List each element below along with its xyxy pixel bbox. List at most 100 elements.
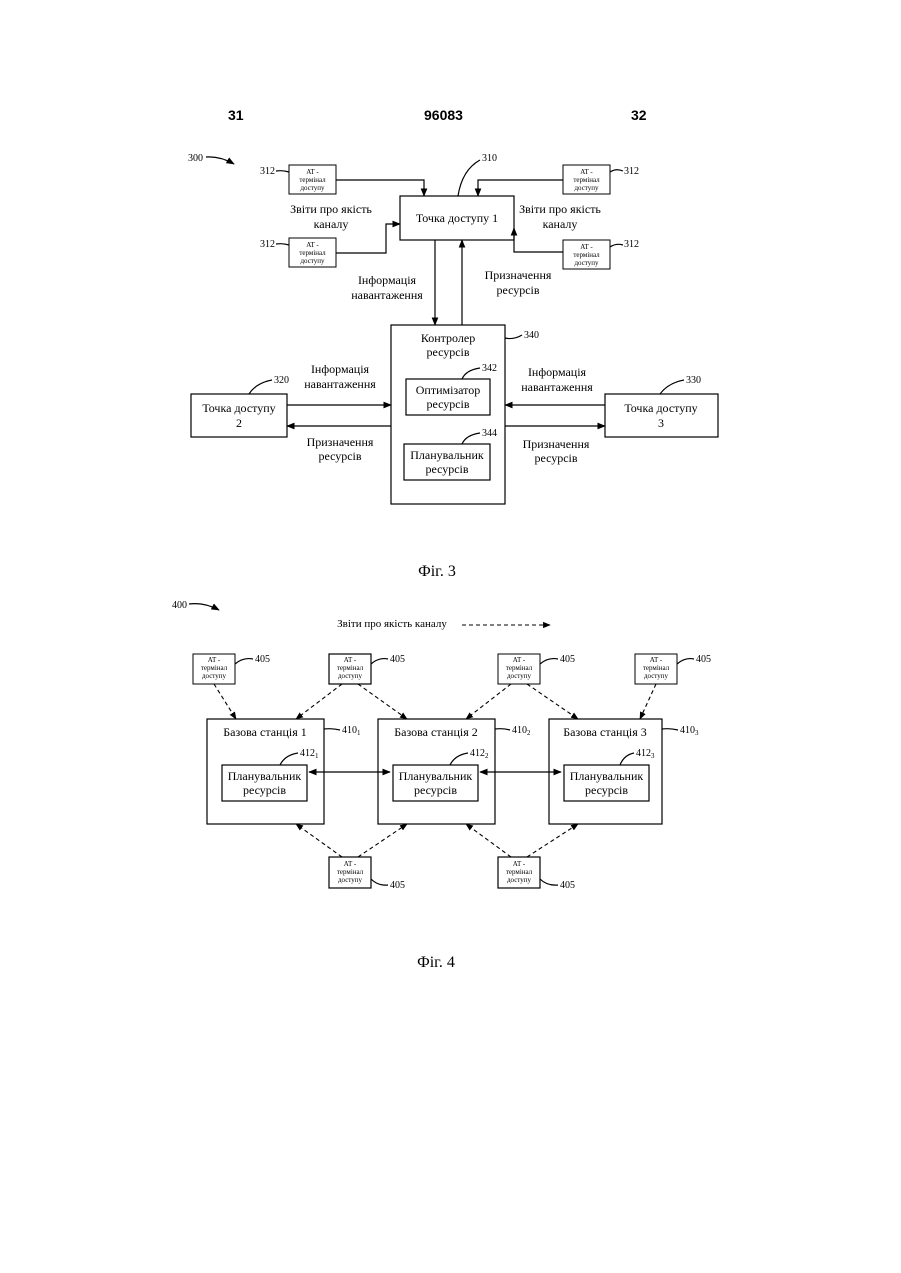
fig4-caption: Фіг. 4 (417, 954, 455, 971)
svg-text:доступу: доступу (507, 672, 532, 680)
svg-text:доступу: доступу (300, 257, 325, 265)
fig3-load-left-2: навантаження (304, 377, 376, 391)
svg-text:405: 405 (390, 880, 405, 891)
fig3-controller-label-2: ресурсів (426, 345, 469, 359)
svg-text:405: 405 (696, 654, 711, 665)
fig3-ref-arrow (206, 157, 234, 164)
fig3-controller-ref: 340 (524, 330, 539, 341)
fig3-ap2-ref: 320 (274, 375, 289, 386)
fig4-terminal-bottom-2: AT - термінал доступу 405 (498, 857, 575, 891)
fig4-report-t2-bs2 (358, 684, 407, 719)
fig3-terminal-bottom-left: AT - термінал доступу 312 (260, 238, 336, 267)
fig4-terminal-top-4: AT - термінал доступу 405 (635, 654, 711, 684)
fig3-terminal-bottom-right: AT - термінал доступу 312 (563, 239, 639, 269)
svg-text:Планувальник: Планувальник (399, 769, 473, 783)
fig3-assign-right-1: Призначення (523, 437, 590, 451)
svg-text:доступу: доступу (574, 184, 599, 192)
fig3-ap2-label-2: 2 (236, 416, 242, 430)
svg-text:AT -: AT - (306, 168, 319, 176)
fig4-bs1-ref: 4101 (342, 725, 361, 737)
fig4-terminal-top-1: AT - термінал доступу 405 (193, 654, 270, 684)
fig3-terminal-ref: 312 (260, 166, 275, 177)
fig3-assign-right-2: ресурсів (534, 451, 577, 465)
fig4-legend-label: Звіти про якість каналу (337, 618, 447, 630)
fig3-ap3-label-2: 3 (658, 416, 664, 430)
fig3-scheduler-ref: 344 (482, 428, 497, 439)
svg-text:Планувальник: Планувальник (228, 769, 302, 783)
fig3-ap1-ref: 310 (482, 153, 497, 164)
figure-4: 400 Звіти про якість каналу AT - терміна… (172, 600, 711, 971)
fig3-optimizer-label-1: Оптимізатор (416, 383, 481, 397)
fig3-access-point-1-label: Точка доступу 1 (416, 211, 498, 225)
fig3-quality-right-2: каналу (543, 217, 578, 231)
fig4-report-t2-bs1 (296, 684, 342, 719)
svg-text:Базова станція 1: Базова станція 1 (223, 725, 306, 739)
svg-text:доступу: доступу (644, 672, 669, 680)
svg-text:доступу: доступу (338, 876, 363, 884)
fig3-scheduler-label-2: ресурсів (425, 462, 468, 476)
svg-text:термінал: термінал (506, 664, 533, 672)
svg-text:405: 405 (560, 880, 575, 891)
fig3-terminal-top-right: AT - термінал доступу 312 (563, 165, 639, 194)
svg-text:AT -: AT - (344, 656, 357, 664)
svg-text:AT -: AT - (513, 656, 526, 664)
svg-text:405: 405 (390, 654, 405, 665)
svg-text:AT -: AT - (580, 243, 593, 251)
fig3-assign-left-1: Призначення (307, 435, 374, 449)
fig3-load-center-1: Інформація (358, 273, 417, 287)
svg-text:ресурсів: ресурсів (414, 783, 457, 797)
svg-text:термінал: термінал (506, 868, 533, 876)
svg-text:термінал: термінал (337, 664, 364, 672)
svg-text:доступу: доступу (202, 672, 227, 680)
fig3-terminal-ref: 312 (624, 166, 639, 177)
fig3-ap3-label-1: Точка доступу (624, 401, 697, 415)
fig4-terminal-top-3: AT - термінал доступу 405 (498, 654, 575, 684)
fig4-terminal-top-2: AT - термінал доступу 405 (329, 654, 405, 684)
fig4-report-t1-bs1 (214, 684, 236, 719)
fig3-terminal-ref: 312 (260, 239, 275, 250)
svg-text:термінал: термінал (299, 176, 326, 184)
fig4-report-b2-bs2 (466, 824, 511, 857)
svg-text:ресурсів: ресурсів (243, 783, 286, 797)
fig4-terminal-bottom-1: AT - термінал доступу 405 (329, 857, 405, 891)
fig4-base-station-3: Базова станція 3 4103 Планувальник ресур… (549, 719, 699, 824)
svg-text:AT -: AT - (306, 241, 319, 249)
fig3-arrow-t3-ap1 (478, 180, 563, 196)
fig3-controller-label-1: Контролер (421, 331, 475, 345)
svg-text:Базова станція 3: Базова станція 3 (563, 725, 646, 739)
fig3-assign-center-1: Призначення (485, 268, 552, 282)
svg-text:доступу: доступу (574, 259, 599, 267)
fig4-report-b1-bs2 (358, 824, 407, 857)
fig3-load-right-2: навантаження (521, 380, 593, 394)
fig3-optimizer-label-2: ресурсів (426, 397, 469, 411)
fig3-quality-left-1: Звіти про якість (290, 202, 372, 216)
fig3-load-center-2: навантаження (351, 288, 423, 302)
fig4-report-b2-bs3 (527, 824, 578, 857)
svg-text:термінал: термінал (643, 664, 670, 672)
svg-text:AT -: AT - (580, 168, 593, 176)
fig4-bs3-ref: 4103 (680, 725, 699, 737)
svg-text:405: 405 (255, 654, 270, 665)
fig3-terminal-ref: 312 (624, 239, 639, 250)
fig3-load-right-1: Інформація (528, 365, 587, 379)
fig3-caption: Фіг. 3 (418, 563, 456, 580)
svg-text:Планувальник: Планувальник (570, 769, 644, 783)
fig3-terminal-top-left: AT - термінал доступу 312 (260, 165, 336, 194)
fig4-bs2-ref: 4102 (512, 725, 531, 737)
fig3-assign-left-2: ресурсів (318, 449, 361, 463)
svg-text:доступу: доступу (300, 184, 325, 192)
fig4-ref-400: 400 (172, 600, 187, 611)
fig3-load-left-1: Інформація (311, 362, 370, 376)
fig3-arrow-t4-ap1 (514, 228, 563, 252)
svg-text:AT -: AT - (344, 860, 357, 868)
svg-text:ресурсів: ресурсів (585, 783, 628, 797)
svg-text:405: 405 (560, 654, 575, 665)
svg-text:Базова станція 2: Базова станція 2 (394, 725, 477, 739)
fig3-optimizer-ref: 342 (482, 363, 497, 374)
svg-text:термінал: термінал (337, 868, 364, 876)
fig3-assign-center-2: ресурсів (496, 283, 539, 297)
svg-text:термінал: термінал (573, 176, 600, 184)
fig3-arrow-t1-ap1 (336, 180, 424, 196)
svg-text:AT -: AT - (513, 860, 526, 868)
fig3-ap2-label-1: Точка доступу (202, 401, 275, 415)
